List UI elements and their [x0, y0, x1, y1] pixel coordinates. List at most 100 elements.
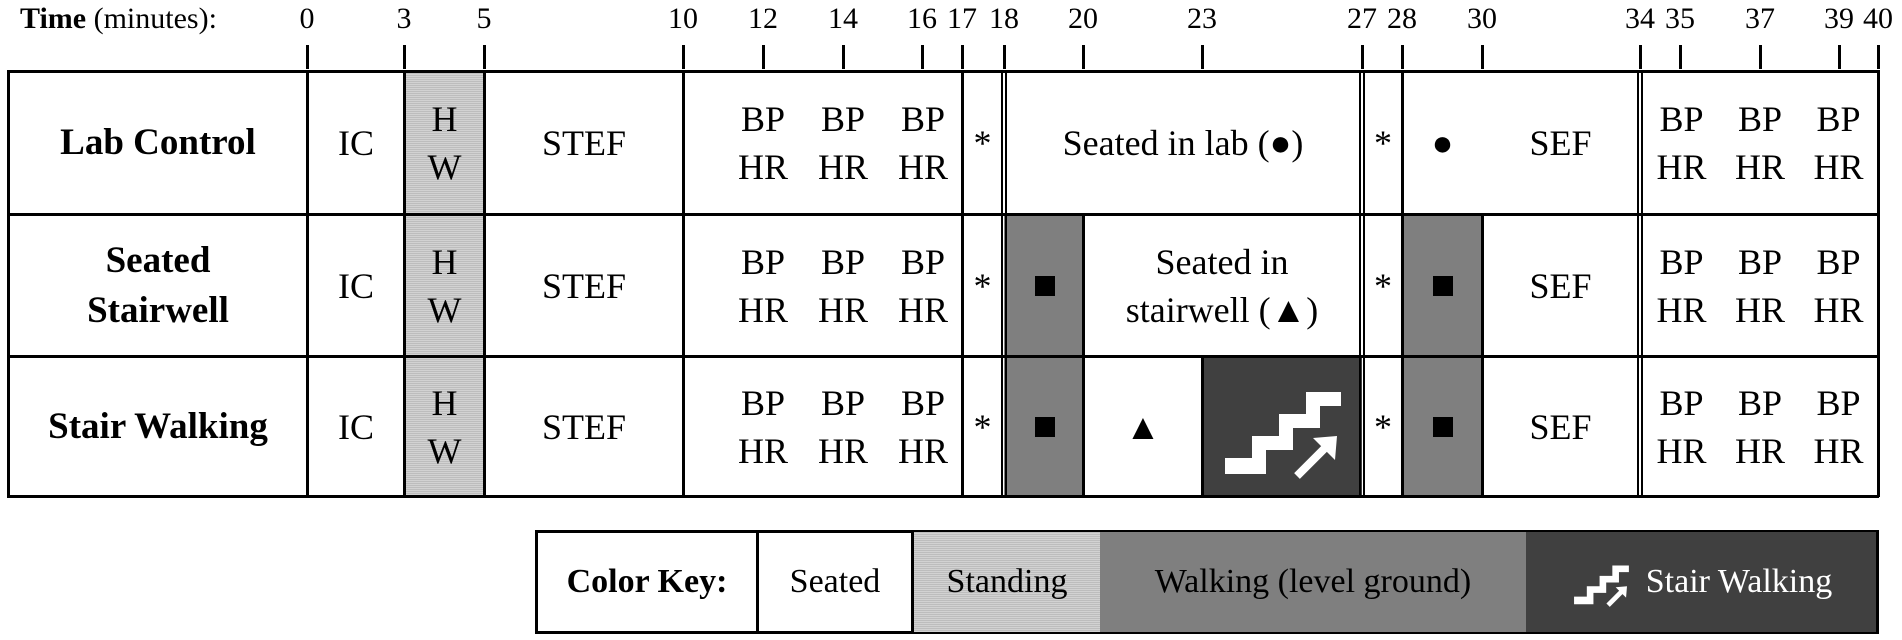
- bp-text: BP: [1737, 241, 1783, 282]
- star-text: *: [1374, 265, 1392, 306]
- bp-text: BP: [1737, 99, 1783, 139]
- tick-label-12: 12: [748, 2, 778, 35]
- cell-star: *: [1365, 73, 1401, 213]
- key-walking-text: Walking (level ground): [1154, 563, 1472, 600]
- tick-label-37: 37: [1745, 2, 1775, 35]
- grid-line: [1201, 357, 1204, 497]
- cell-sef: SEF: [1484, 216, 1637, 355]
- tick-label-10: 10: [668, 2, 698, 35]
- grid-line: [483, 70, 486, 497]
- circle-icon: ●: [1431, 123, 1454, 163]
- grid-line: [1363, 70, 1365, 497]
- cell-star: *: [1365, 358, 1401, 495]
- bp-text: BP: [820, 241, 866, 282]
- color-key-title-text: Color Key:: [566, 563, 728, 600]
- square-icon: [1034, 275, 1055, 296]
- key-walking: Walking (level ground): [1100, 532, 1526, 632]
- standing-column-hw: [404, 70, 484, 497]
- bp-text: BP: [1659, 241, 1704, 282]
- hr-text: HR: [817, 289, 868, 330]
- key-stair-walking: Stair Walking: [1526, 532, 1876, 632]
- grid-line: [961, 70, 964, 497]
- hr-text: HR: [1656, 430, 1707, 471]
- tick-label-0: 0: [299, 2, 315, 35]
- cell-walking-square: [1007, 216, 1082, 355]
- color-key-box: [535, 530, 1879, 634]
- tick-mark: [1481, 45, 1484, 69]
- seated-in-line2: stairwell (▲): [1125, 289, 1319, 330]
- grid-line: [1082, 215, 1085, 497]
- triangle-icon: ▲: [1125, 406, 1161, 447]
- row-label-text: Stair Walking: [48, 405, 268, 447]
- tick-mark: [961, 45, 964, 69]
- tick-mark: [842, 45, 845, 69]
- timeline-title: Time (minutes):: [20, 2, 217, 36]
- grid-line: [1637, 70, 1639, 497]
- color-key-title: Color Key:: [538, 532, 756, 632]
- grid-line-left: [7, 70, 10, 497]
- seated-in-lab-text: Seated in lab (●): [1062, 123, 1304, 163]
- hr-text: HR: [897, 147, 948, 187]
- grid-line: [1401, 70, 1404, 497]
- cell-stef: STEF: [486, 358, 682, 495]
- cell-h-text: H: [431, 99, 458, 139]
- hr-text: HR: [1656, 147, 1707, 187]
- cell-ic: IC: [309, 358, 403, 495]
- star-text: *: [1374, 123, 1392, 163]
- key-divider: [756, 532, 759, 632]
- star-text: *: [973, 406, 992, 447]
- bp-text: BP: [820, 382, 866, 423]
- tick-mark: [1759, 45, 1762, 69]
- bp-text: BP: [820, 99, 866, 139]
- bp-text: BP: [900, 241, 946, 282]
- cell-stef: STEF: [486, 73, 682, 213]
- grid-line: [1641, 70, 1643, 497]
- tick-mark: [762, 45, 765, 69]
- bp-text: BP: [740, 241, 786, 282]
- row-label-text: Lab Control: [60, 122, 256, 163]
- bp-text: BP: [740, 99, 786, 139]
- star-text: *: [1374, 406, 1392, 447]
- grid-line-right: [1877, 70, 1880, 497]
- sef-text: SEF: [1529, 123, 1592, 163]
- tick-label-28: 28: [1387, 2, 1417, 35]
- sef-text: SEF: [1529, 406, 1592, 447]
- cell-w-text: W: [427, 147, 462, 187]
- grid-line: [1481, 215, 1484, 497]
- cell-h-text: H: [431, 382, 458, 423]
- tick-label-18: 18: [989, 2, 1019, 35]
- tick-label-39: 39: [1824, 2, 1854, 35]
- cell-bp-hr: BP HR: [803, 73, 883, 213]
- hr-text: HR: [1734, 430, 1785, 471]
- cell-seated-in-lab: Seated in lab (●): [1007, 73, 1359, 213]
- tick-mark: [1003, 45, 1006, 69]
- cell-h-text: H: [431, 241, 458, 282]
- tick-mark: [403, 45, 406, 69]
- hr-text: HR: [1656, 289, 1707, 330]
- tick-mark: [921, 45, 924, 69]
- grid-line: [403, 70, 406, 497]
- stairs-arrow-icon: [1573, 565, 1629, 607]
- tick-label-27: 27: [1347, 2, 1377, 35]
- key-seated: Seated: [759, 532, 911, 632]
- cell-sef: SEF: [1484, 358, 1637, 495]
- grid-line: [306, 70, 309, 497]
- key-seated-text: Seated: [789, 563, 881, 600]
- hr-text: HR: [817, 147, 868, 187]
- tick-mark: [1838, 45, 1841, 69]
- cell-star: *: [964, 73, 1001, 213]
- grid-line: [1005, 70, 1007, 497]
- tick-mark: [1877, 45, 1880, 69]
- timeline-title-bold: Time: [20, 2, 87, 35]
